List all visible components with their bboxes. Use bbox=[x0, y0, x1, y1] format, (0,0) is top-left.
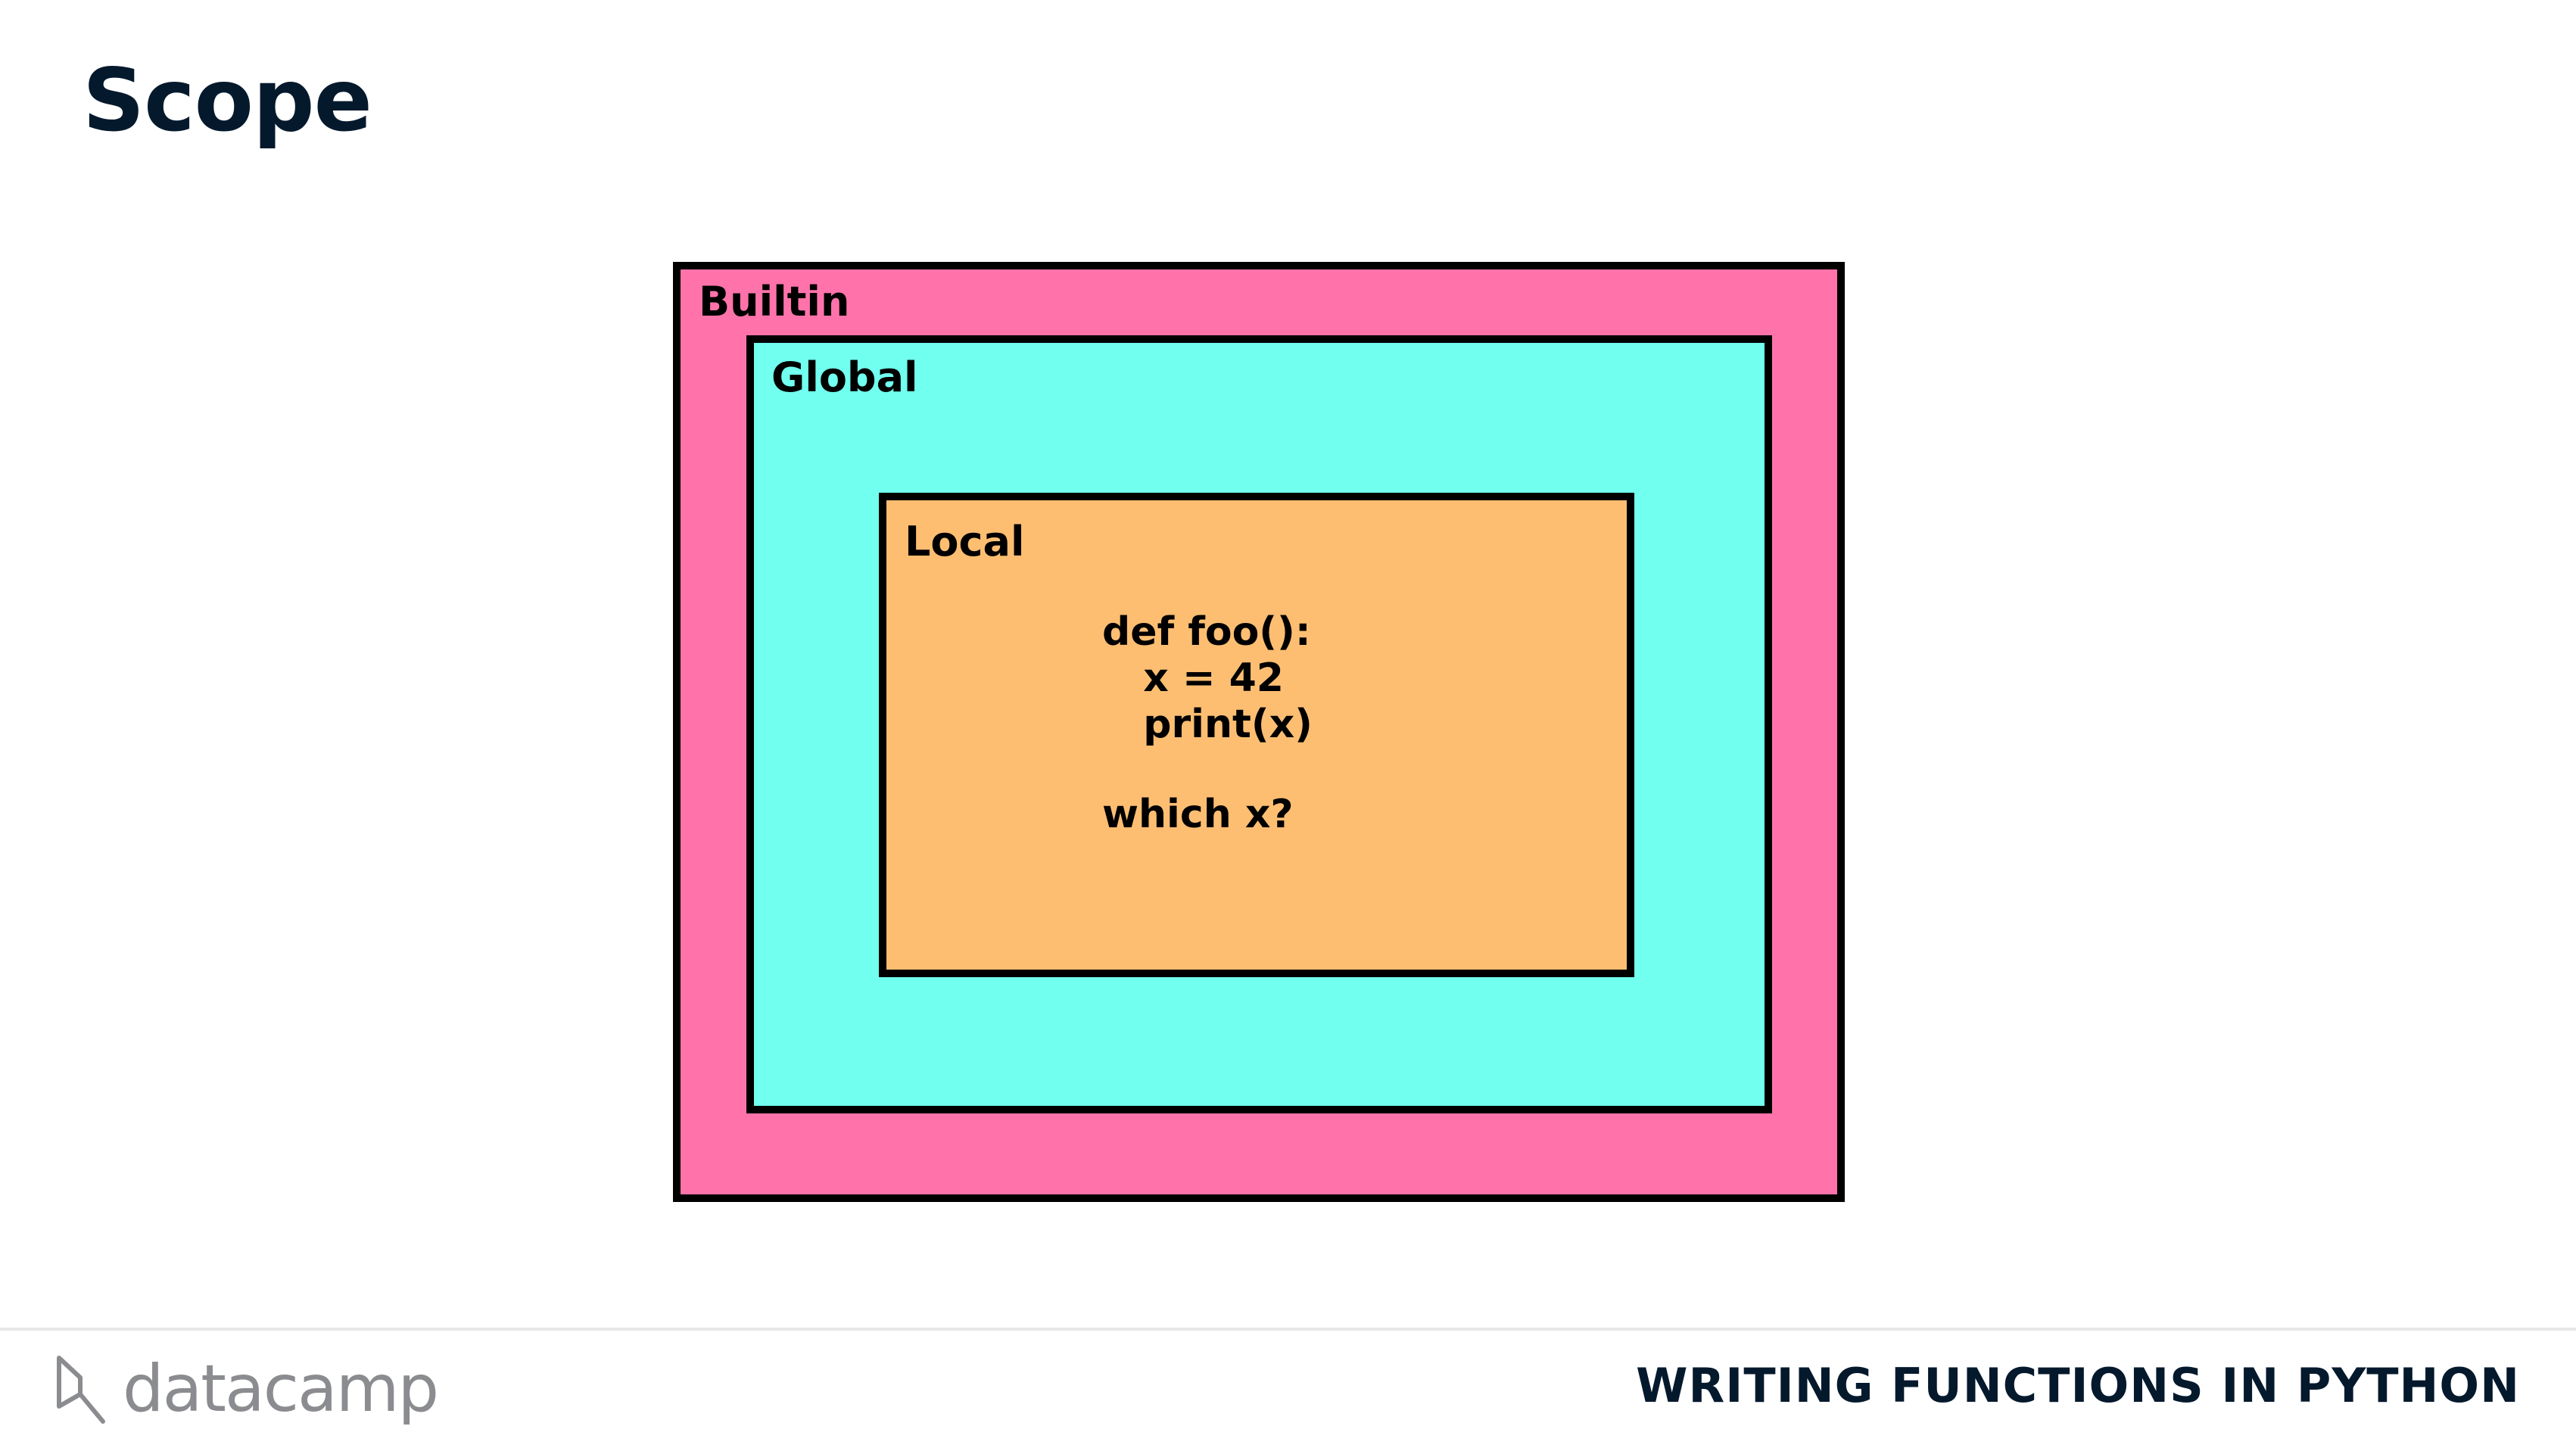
local-scope-label: Local bbox=[905, 518, 1025, 565]
page-title: Scope bbox=[83, 50, 372, 151]
datacamp-logo-icon bbox=[57, 1356, 105, 1424]
datacamp-logo: datacamp bbox=[53, 1347, 439, 1431]
code-snippet: def foo(): x = 42 print(x) bbox=[1102, 609, 1313, 747]
course-title: WRITING FUNCTIONS IN PYTHON bbox=[1636, 1358, 2520, 1413]
logo-wordmark: datacamp bbox=[123, 1351, 439, 1427]
footer-divider bbox=[0, 1328, 2576, 1331]
global-scope-label: Global bbox=[771, 353, 918, 401]
question-text: which x? bbox=[1102, 792, 1294, 837]
local-scope-box bbox=[879, 493, 1634, 977]
builtin-scope-label: Builtin bbox=[699, 278, 850, 325]
